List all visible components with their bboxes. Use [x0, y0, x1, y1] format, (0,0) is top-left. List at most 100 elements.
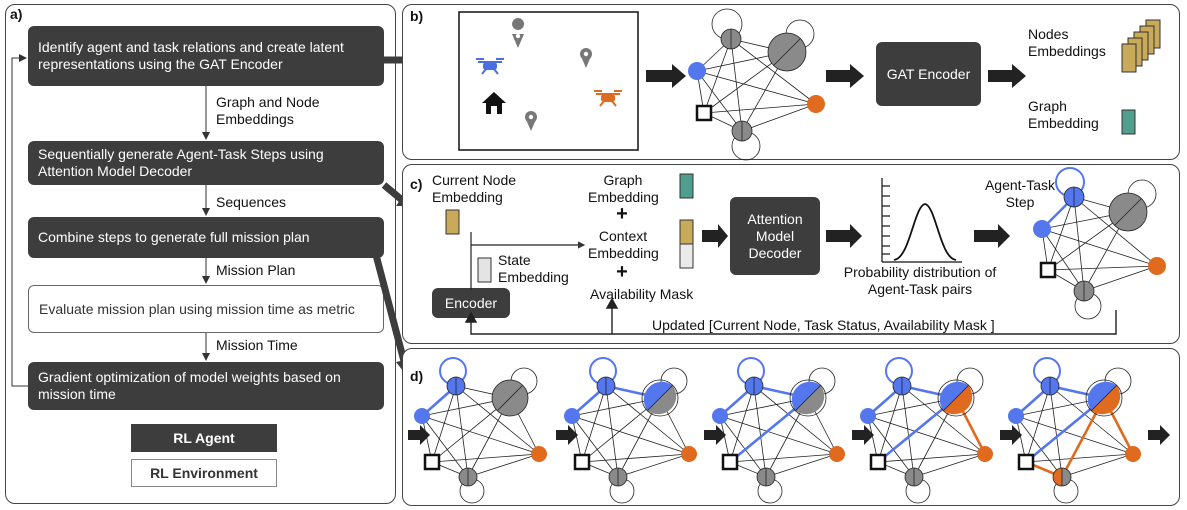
- graph-d-depot: [423, 453, 441, 471]
- graph-d-task-node-half: [791, 381, 821, 411]
- graph-c-agent-blue: [1033, 220, 1051, 238]
- graph-d-task-node-half: [943, 385, 973, 415]
- location-pin-icon: [580, 48, 592, 68]
- panel-d-label: d): [410, 368, 424, 384]
- location-pin-icon: [512, 18, 525, 48]
- panel-b-label: b): [410, 8, 424, 24]
- graph-d-edge: [901, 385, 986, 455]
- gat-encoder-box: GAT Encoder: [876, 42, 981, 106]
- graph-d-edge: [719, 415, 838, 455]
- drone-blue-icon: [476, 58, 504, 75]
- graph-d-edge: [571, 415, 619, 478]
- edge-label-mission-time: Mission Time: [216, 337, 298, 353]
- graph-d-edge: [1015, 415, 1134, 455]
- nodes-embeddings-stack: [1121, 19, 1161, 73]
- graph-d-agent-orange: [531, 446, 547, 462]
- graph-d-edge: [753, 385, 838, 455]
- graph-d-edge: [571, 415, 690, 455]
- graph-d-task-node-half: [1062, 468, 1071, 486]
- panel-d-step-arrow: [556, 425, 578, 445]
- step-attention-decoder: Sequentially generate Agent-Task Steps u…: [28, 141, 384, 185]
- graph-d-task-node: [937, 379, 975, 417]
- drone-orange-icon: [594, 90, 622, 107]
- graph-d-edge: [1015, 415, 1063, 478]
- feedback-label: Updated [Current Node, Task Status, Avai…: [652, 317, 995, 333]
- graph-d-edge: [719, 415, 767, 478]
- legend-rl-environment: RL Environment: [131, 459, 277, 487]
- graph-c-depot: [1039, 261, 1057, 279]
- graph-b-depot: [695, 104, 713, 122]
- edge-label-sequences: Sequences: [216, 194, 287, 210]
- graph-d-task-node: [789, 379, 827, 417]
- graph-d-task-node: [641, 379, 679, 417]
- graph-d-edge: [617, 453, 690, 478]
- panel-c-label: c): [410, 176, 423, 192]
- panel-b-arrows: [646, 64, 1026, 88]
- legend-rl-agent: RL Agent: [131, 424, 277, 452]
- graph-embedding-label-c: Graph Embedding: [588, 172, 659, 205]
- graph-d-edge: [431, 453, 540, 463]
- graph-d-depot: [573, 453, 591, 471]
- graph-d-edge: [867, 415, 986, 455]
- edge-label-graph-node: Graph and Node Embeddings: [216, 94, 320, 127]
- edge-label-mission-plan: Mission Plan: [216, 262, 296, 278]
- graph-d-edge: [1025, 385, 1051, 463]
- graph-d-task-node-half: [1091, 385, 1121, 415]
- panel-c-arrows: [702, 224, 1010, 248]
- graph-b-agent-orange: [807, 95, 825, 113]
- graph-d-edge: [421, 415, 540, 455]
- graph-d-agent-blue: [1008, 408, 1024, 424]
- graph-d-edge: [581, 385, 607, 463]
- panel-d-step-arrow: [1148, 425, 1170, 445]
- graph-d-depot: [1017, 453, 1035, 471]
- graph-d-edge: [431, 385, 457, 463]
- graph-c: [1033, 167, 1166, 320]
- graph-d-agent-orange: [1125, 446, 1141, 462]
- step-gradient-optimization: Gradient optimization of model weights b…: [28, 362, 384, 410]
- embedding-connectors: [470, 232, 586, 290]
- graph-d-edge: [765, 453, 838, 478]
- graph-d-task-node-half: [939, 381, 969, 411]
- current-node-embedding-label: Current Node Embedding: [432, 172, 517, 205]
- availability-mask-label: Availability Mask: [590, 286, 694, 302]
- plus-sign-2: +: [616, 261, 628, 283]
- graph-embedding-label-b: Graph Embedding: [1028, 98, 1099, 131]
- agent-task-step-label: Agent-Task Step: [984, 177, 1056, 210]
- graph-d-task-node-half: [1087, 381, 1117, 411]
- graph-d-edge: [729, 385, 755, 463]
- graph-d-edge: [877, 453, 986, 463]
- graph-d-edge: [753, 385, 767, 478]
- graph-d-edge: [913, 453, 986, 478]
- graph-embedding-b: [1121, 109, 1136, 135]
- graph-d-edge: [877, 385, 903, 463]
- graph-c-agent-orange: [1148, 257, 1166, 275]
- current-node-embedding-rect: [445, 209, 460, 235]
- graph-d-agent-blue: [712, 408, 728, 424]
- graph-b: [688, 8, 825, 161]
- graph-d-depot: [869, 453, 887, 471]
- panel-a-label: a): [10, 6, 23, 22]
- context-embedding-rect-bottom: [679, 243, 694, 269]
- graph-d-task-node: [1085, 379, 1123, 417]
- graph-embedding-rect-c: [679, 173, 694, 199]
- graph-d-edge: [1061, 453, 1134, 478]
- plus-sign-1: +: [616, 203, 628, 225]
- graph-d-node-divider: [1091, 385, 1117, 411]
- graph-d-edge: [467, 453, 540, 478]
- graph-d-edge: [421, 415, 469, 478]
- graph-d-agent-orange: [681, 446, 697, 462]
- panel-d-step-arrow: [852, 425, 874, 445]
- probability-distribution-chart: [881, 178, 962, 263]
- state-embedding-label: State Embedding: [498, 252, 569, 285]
- nodes-embeddings-label: Nodes Embeddings: [1028, 26, 1106, 59]
- graph-d-edge: [1049, 385, 1063, 478]
- graph-d-edge: [901, 385, 915, 478]
- graph-d-node-divider: [795, 385, 821, 411]
- graph-d-task-node-half: [1053, 468, 1062, 486]
- graph-d-edge: [581, 453, 690, 463]
- graph-d-task-node-half: [795, 385, 825, 415]
- graph-d-edge: [1025, 453, 1134, 463]
- context-embedding-label: Context Embedding: [588, 228, 659, 261]
